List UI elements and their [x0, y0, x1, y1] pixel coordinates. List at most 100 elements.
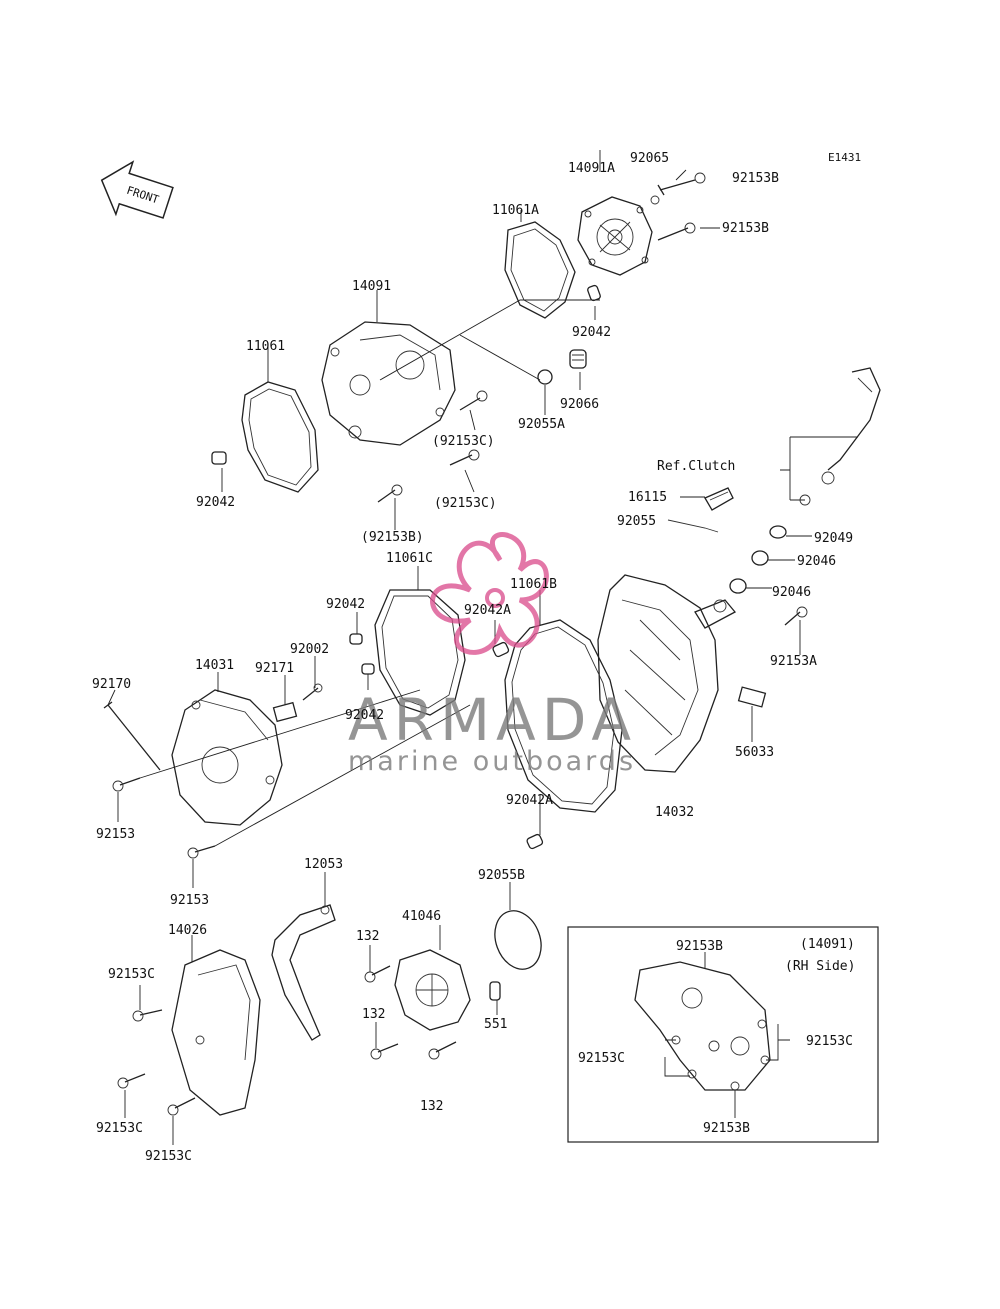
label-92153A: 92153A [770, 654, 817, 669]
bolt-92153C-2 [449, 449, 480, 466]
inset-label-top: 92153B [676, 939, 723, 954]
dowel-92042-d [361, 663, 375, 675]
label-92066: 92066 [560, 397, 599, 412]
label-92046-b: 92046 [772, 585, 811, 600]
oring-92055A [537, 369, 553, 385]
label-92042A-a: 92042A [464, 603, 511, 618]
long-bolt-92170 [107, 704, 161, 771]
label-92042-c: 92042 [326, 597, 365, 612]
label-132-b: 132 [362, 1007, 385, 1022]
label-56033: 56033 [735, 745, 774, 760]
seal-92049 [769, 525, 787, 539]
bolt-92153C-1 [459, 390, 488, 411]
seal-92046-a [751, 550, 769, 566]
clutch-cover-14032 [597, 574, 737, 773]
label-14091: 14091 [352, 279, 391, 294]
label-92153B-top1: 92153B [732, 171, 779, 186]
label-92171: 92171 [255, 661, 294, 676]
bolt-92153-a [112, 777, 141, 792]
label-11061B: 11061B [510, 577, 557, 592]
oring-92055 [667, 519, 719, 533]
label-132-a: 132 [356, 929, 379, 944]
gasket-11061B [504, 619, 623, 813]
label-11061A: 11061A [492, 203, 539, 218]
label-16115: 16115 [628, 490, 667, 505]
label-551: 551 [484, 1017, 507, 1032]
washer-92065 [650, 195, 660, 205]
bolt-92153C-lower-c [167, 1097, 196, 1116]
label-11061: 11061 [246, 339, 285, 354]
armada-watermark-logo [430, 532, 549, 655]
label-plate-56033 [737, 686, 767, 708]
label-41046: 41046 [402, 909, 441, 924]
clutch-lever [821, 367, 881, 485]
watermark-brand: ARMADA [348, 686, 637, 754]
oil-filler-cap-16115 [704, 487, 734, 511]
clip-ring [799, 494, 811, 506]
label-92153-a: 92153 [96, 827, 135, 842]
dowel-92042-left [211, 451, 227, 465]
label-92153C-c: 92153C [145, 1149, 192, 1164]
oring-92055B [494, 910, 542, 970]
label-92153C-a: 92153C [108, 967, 155, 982]
label-14031: 14031 [195, 658, 234, 673]
inset-label-left: 92153C [578, 1051, 625, 1066]
inset-title: (14091) [800, 937, 855, 952]
label-92055B: 92055B [478, 868, 525, 883]
bolt-92153C-lower-b [117, 1073, 146, 1089]
label-92042A-b: 92042A [506, 793, 553, 808]
label-92153-b: 92153 [170, 893, 209, 908]
label-14091A: 14091A [568, 161, 615, 176]
label-92055A: 92055A [518, 417, 565, 432]
label-92042-d: 92042 [345, 708, 384, 723]
bolt-132-b [370, 1043, 399, 1060]
dowel-92042A-b [526, 833, 544, 850]
label-92065: 92065 [630, 151, 669, 166]
inset-cover-14091-rh [634, 961, 771, 1091]
diagram-id: E1431 [828, 151, 861, 164]
bolt-132-c [428, 1041, 457, 1060]
label-92055: 92055 [617, 514, 656, 529]
bolt-92153A [784, 606, 808, 626]
label-92042-left: 92042 [196, 495, 235, 510]
label-92153B-paren: (92153B) [361, 530, 424, 545]
inset-label-bottom: 92153B [703, 1121, 750, 1136]
label-14032: 14032 [655, 805, 694, 820]
bolt-92153-b [187, 845, 216, 859]
cover-14091A [577, 196, 653, 276]
dowel-92042A-a [492, 641, 510, 658]
oil-seal-92066 [569, 349, 587, 369]
cover-14031 [171, 689, 283, 826]
label-92153C-paren1: (92153C) [432, 434, 495, 449]
inset-label-right: 92153C [806, 1034, 853, 1049]
front-arrow-icon: FRONT [100, 160, 174, 219]
label-92153B-top2: 92153B [722, 221, 769, 236]
bolt-132-a [364, 965, 391, 983]
label-14026: 14026 [168, 923, 207, 938]
pump-cover-41046 [394, 949, 471, 1031]
label-92049: 92049 [814, 531, 853, 546]
label-ref-clutch: Ref.Clutch [657, 459, 735, 474]
label-12053: 12053 [304, 857, 343, 872]
bolt-92002 [302, 683, 323, 701]
label-132-c: 132 [420, 1099, 443, 1114]
bracket-12053 [271, 904, 336, 1041]
dowel-92042-top [587, 284, 601, 302]
label-92042-top: 92042 [572, 325, 611, 340]
label-92002: 92002 [290, 642, 329, 657]
watermark-tagline: marine outboards [348, 746, 636, 777]
cover-14091 [321, 321, 456, 446]
label-92046-a: 92046 [797, 554, 836, 569]
dowel-92042-c [349, 633, 363, 645]
bolt-92153B-top1 [657, 172, 706, 196]
bolt-92153C-lower-a [132, 1009, 163, 1022]
bracket-92171 [272, 701, 298, 723]
gasket-11061 [241, 381, 319, 493]
inset-subtitle: (RH Side) [785, 959, 855, 974]
label-11061C: 11061C [386, 551, 433, 566]
gasket-11061C [374, 589, 466, 716]
bolt-92153B-mid [377, 484, 403, 503]
label-92170: 92170 [92, 677, 131, 692]
bolt-92153B-top2 [657, 222, 696, 241]
